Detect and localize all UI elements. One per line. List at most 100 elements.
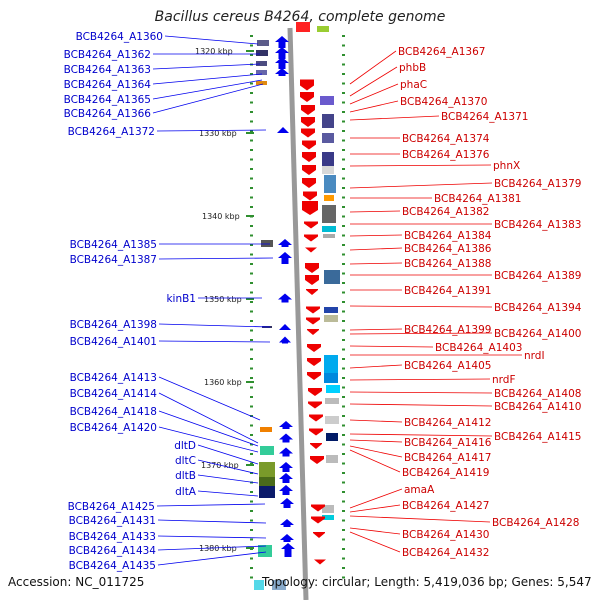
tick-dot: [342, 120, 345, 123]
right-gene-label: BCB4264_A1367: [398, 46, 485, 58]
left-leader-line: [197, 474, 259, 484]
reverse-gene-arrow: [307, 329, 319, 335]
reverse-gene-arrow: [308, 388, 322, 396]
tick-dot: [342, 415, 345, 417]
left-leader-line: [197, 444, 259, 465]
reverse-gene-arrow: [307, 344, 321, 352]
right-leader-line: [349, 164, 492, 167]
right-gene-label: nrdF: [492, 374, 516, 386]
tick-dot: [342, 472, 345, 474]
kbp-tick-mark: [246, 464, 254, 466]
feature-block: [322, 205, 336, 223]
feature-block-top-stub: [317, 26, 329, 32]
gene-arrows: [275, 22, 326, 565]
right-leader-line: [349, 488, 403, 509]
tick-dot: [342, 215, 345, 218]
right-gene-label: phaC: [400, 79, 427, 91]
kbp-tick-mark: [246, 381, 254, 383]
feature-block: [322, 505, 334, 513]
topology-text: Topology: circular; Length: 5,419,036 bp…: [262, 575, 592, 589]
tick-dot: [250, 253, 253, 256]
position-ticks: [246, 35, 345, 579]
right-leader-line: [349, 527, 401, 535]
tick-dot: [342, 272, 345, 275]
left-gene-label: BCB4264_A1372: [68, 126, 155, 138]
tick-dot: [250, 225, 253, 227]
reverse-gene-arrow: [308, 401, 322, 409]
tick-dot: [250, 339, 253, 341]
right-leader-line: [349, 100, 399, 113]
right-gene-label: BCB4264_A1376: [402, 149, 490, 161]
left-leader-line: [158, 257, 274, 260]
right-leader-line: [349, 419, 403, 423]
reverse-gene-arrow: [310, 443, 322, 449]
right-gene-label: nrdI: [524, 350, 545, 362]
right-gene-label: BCB4264_A1403: [435, 342, 522, 354]
tick-dot: [250, 348, 253, 351]
left-leader-line: [158, 426, 259, 453]
right-gene-label: BCB4264_A1386: [404, 243, 492, 255]
tick-dot: [250, 519, 253, 522]
left-gene-label: BCB4264_A1435: [69, 560, 156, 572]
kbp-tick-mark: [246, 215, 254, 217]
forward-gene-arrow: [277, 127, 289, 133]
tick-dot: [250, 196, 253, 199]
kbp-tick-mark: [246, 132, 254, 134]
reverse-gene-arrow: [301, 105, 315, 115]
right-gene-label: BCB4264_A1371: [441, 111, 528, 123]
reverse-gene-arrow: [302, 178, 316, 188]
tick-dot: [250, 301, 253, 303]
left-gene-label: BCB4264_A1360: [76, 31, 163, 43]
forward-gene-arrow: [275, 36, 289, 48]
tick-dot: [250, 111, 253, 113]
feature-tracks: [254, 26, 340, 590]
genome-title: Bacillus cereus B4264, complete genome: [154, 9, 446, 25]
feature-block: [322, 226, 336, 232]
tick-dot: [342, 263, 345, 265]
kbp-tick-mark: [246, 547, 254, 549]
left-gene-label: BCB4264_A1413: [70, 372, 157, 384]
tick-dot: [250, 206, 253, 208]
tick-dot: [250, 396, 253, 398]
right-gene-label: BCB4264_A1391: [404, 285, 491, 297]
tick-dot: [342, 149, 345, 151]
left-gene-label: BCB4264_A1364: [64, 79, 152, 91]
tick-dot: [342, 177, 345, 180]
right-gene-label: BCB4264_A1410: [494, 401, 581, 413]
tick-dot: [250, 567, 253, 569]
reverse-gene-arrow: [304, 234, 318, 242]
left-leader-line: [158, 323, 271, 328]
tick-dot: [342, 225, 345, 227]
tick-dot: [342, 576, 345, 579]
left-leader-line: [152, 63, 261, 70]
tick-dot: [250, 529, 253, 531]
feature-block: [256, 70, 267, 75]
tick-dot: [250, 329, 253, 332]
tick-dot: [342, 367, 345, 370]
tick-dot: [342, 73, 345, 75]
tick-dot: [342, 63, 345, 66]
right-gene-label: BCB4264_A1394: [494, 302, 582, 314]
right-leader-line: [349, 247, 403, 251]
right-gene-label: BCB4264_A1388: [404, 258, 491, 270]
reverse-gene-arrow: [305, 263, 319, 273]
right-gene-label: phbB: [399, 62, 426, 74]
left-gene-label: BCB4264_A1363: [64, 64, 151, 76]
left-leader-line: [197, 459, 259, 475]
forward-gene-arrow: [279, 447, 293, 457]
right-leader-line: [349, 449, 401, 473]
right-leader-line: [349, 378, 491, 381]
tick-dot: [250, 538, 253, 541]
tick-dot: [250, 35, 253, 37]
tick-dot: [342, 567, 345, 569]
forward-gene-arrow: [279, 336, 291, 344]
forward-gene-arrow: [279, 324, 291, 330]
left-leader-line: [152, 73, 263, 85]
tick-dot: [250, 130, 253, 132]
feature-block: [322, 114, 334, 128]
tick-dot: [250, 405, 253, 408]
left-leader-line: [157, 545, 267, 551]
tick-dot: [342, 282, 345, 284]
left-leader-line: [164, 35, 259, 45]
right-gene-label: BCB4264_A1400: [494, 328, 581, 340]
